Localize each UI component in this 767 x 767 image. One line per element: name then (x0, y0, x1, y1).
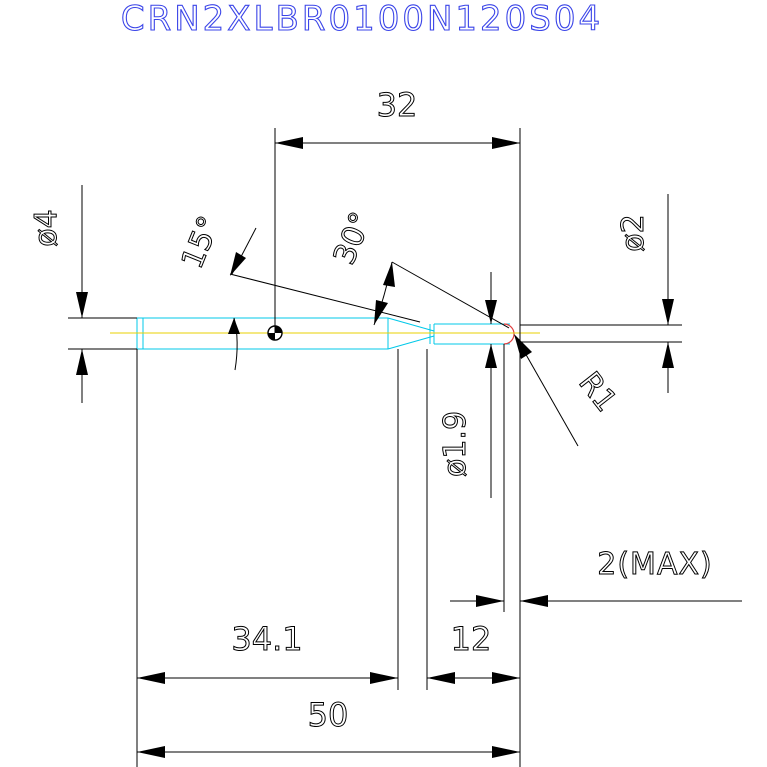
dim-angle-neck: 30° (327, 207, 510, 329)
svg-text:15°: 15° (175, 211, 227, 273)
dim-tip-to-center: 32 (274, 86, 521, 767)
dim-tip-diameter: ø2 (520, 194, 682, 393)
svg-text:12: 12 (451, 620, 492, 658)
svg-text:ø4: ø4 (29, 209, 64, 246)
svg-text:50: 50 (308, 696, 349, 734)
dim-max-tolerance: 2(MAX) (450, 344, 742, 612)
svg-text:2(MAX): 2(MAX) (597, 547, 712, 582)
dim-radius: R1 (514, 334, 624, 447)
dim-shank-length: 34.1 (136, 349, 399, 767)
svg-text:30°: 30° (327, 207, 379, 269)
dim-shank-diameter: ø4 (29, 185, 137, 403)
svg-text:ø2: ø2 (616, 214, 651, 251)
drawing-title: CRN2XLBR0100N120S04 (121, 0, 603, 39)
svg-text:32: 32 (377, 86, 418, 124)
svg-text:34.1: 34.1 (231, 620, 302, 658)
dim-neck-length: 12 (426, 349, 520, 690)
dim-angle-shank: 15° (175, 211, 421, 371)
svg-text:ø1.9: ø1.9 (438, 411, 473, 477)
dim-neck-diameter: ø1.9 (438, 272, 497, 498)
svg-text:R1: R1 (571, 366, 623, 419)
dim-overall-length: 50 (137, 696, 520, 758)
